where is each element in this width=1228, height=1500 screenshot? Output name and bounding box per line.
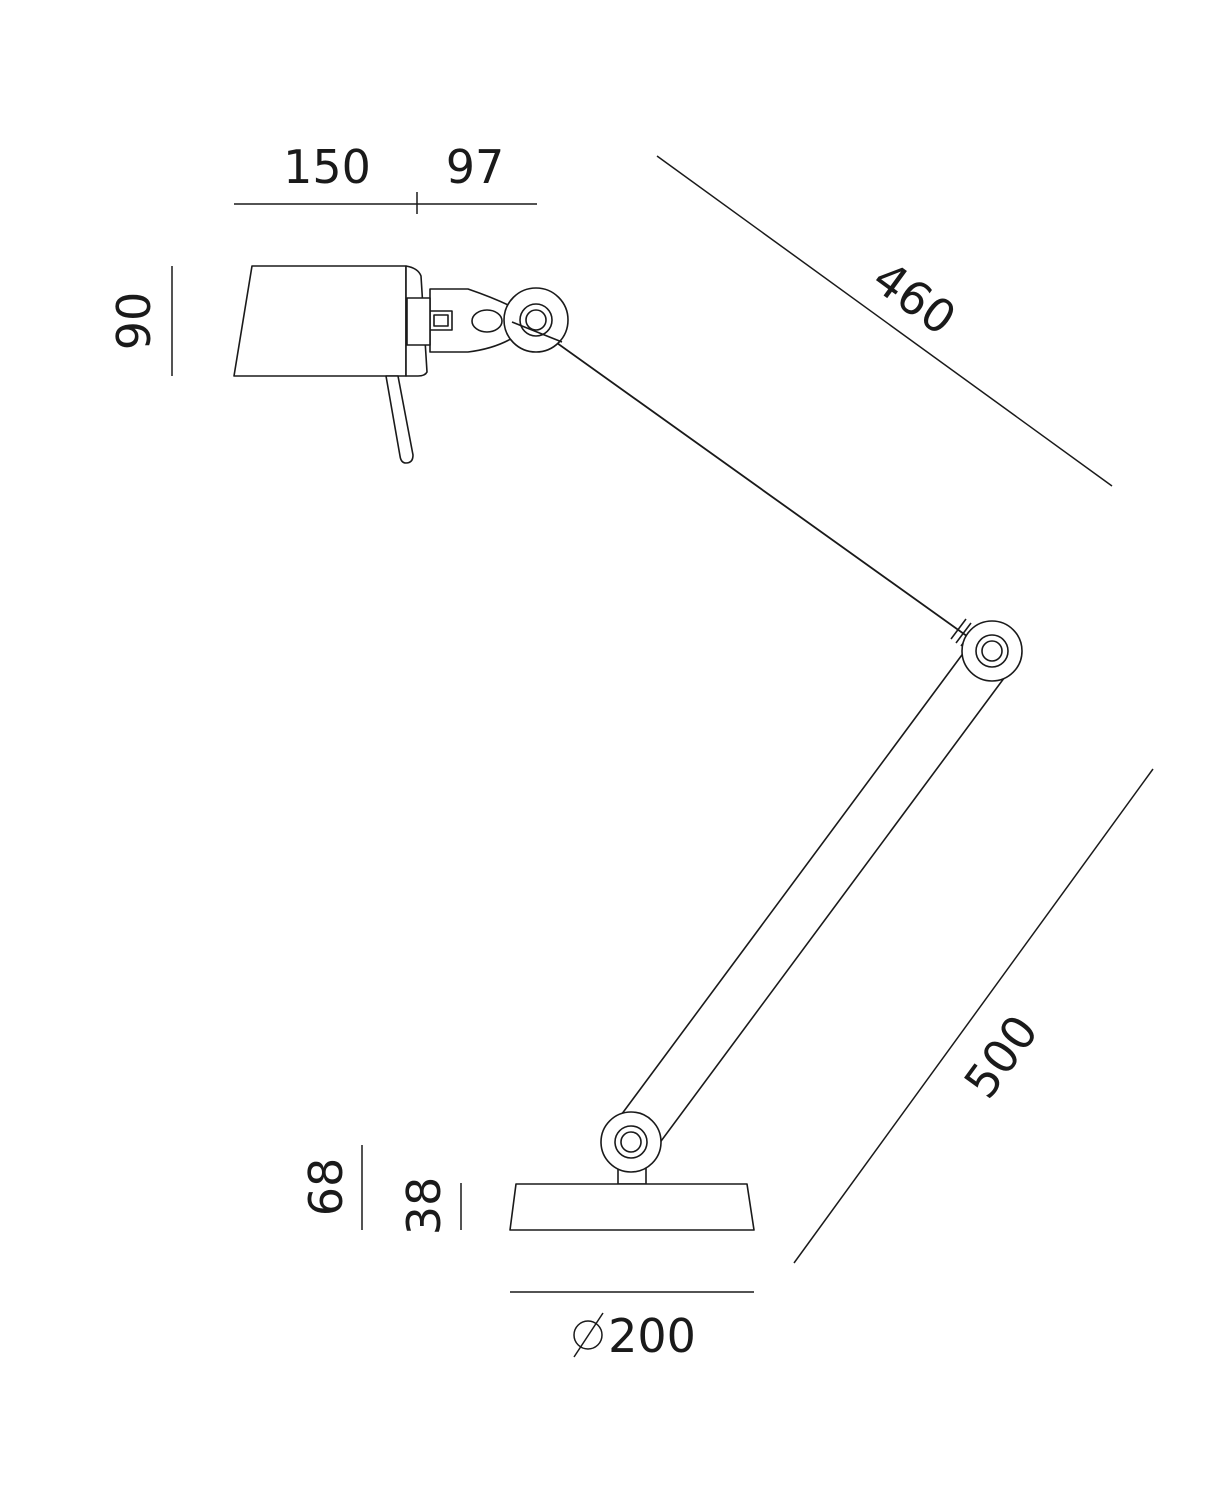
lower-arm <box>609 639 1014 1157</box>
lamp-base <box>509 1183 755 1231</box>
base-joint <box>600 1111 662 1173</box>
shade-joint <box>503 287 569 353</box>
dim-line-upper-arm <box>656 155 1113 487</box>
label-base-plate-height: 38 <box>397 1177 451 1236</box>
label-base-total-height: 68 <box>299 1158 353 1217</box>
label-base-diameter: 200 <box>608 1309 696 1363</box>
label-upper-arm-length: 460 <box>863 250 966 345</box>
label-lower-arm-length: 500 <box>953 1005 1048 1108</box>
dim-line-lower-arm <box>793 768 1154 1264</box>
upper-arm <box>524 319 997 658</box>
lamp-body <box>233 265 1023 1231</box>
lamp-shade-cap <box>406 297 431 346</box>
shade-handle <box>385 375 414 464</box>
label-shade-height: 90 <box>107 292 161 351</box>
dimension-lines <box>171 155 1154 1293</box>
label-shade-hinge-offset: 97 <box>446 140 505 194</box>
connector-block-inner <box>433 314 449 327</box>
connector-pin <box>471 309 503 333</box>
label-shade-length: 150 <box>283 140 371 194</box>
lamp-shade <box>233 265 407 377</box>
elbow-joint <box>961 620 1023 682</box>
diameter-symbol-icon <box>573 1312 604 1358</box>
